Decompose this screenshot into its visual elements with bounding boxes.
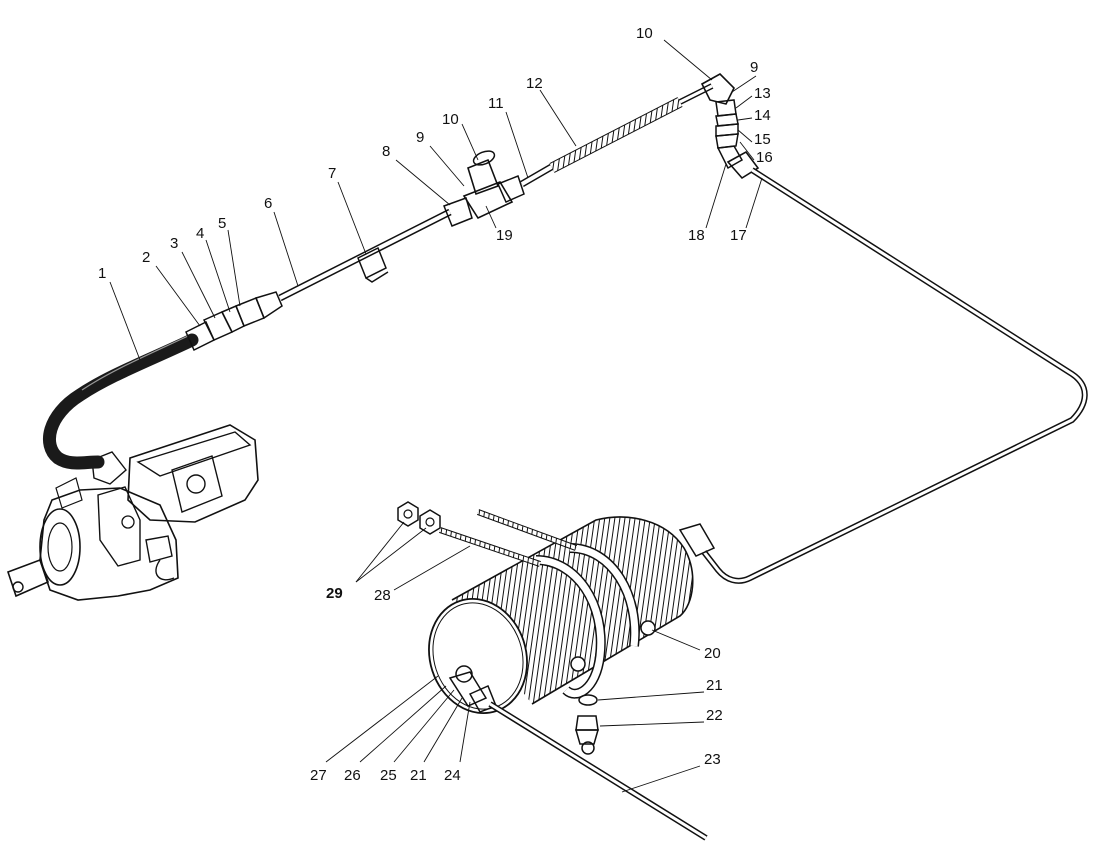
callout-13: 13	[754, 85, 771, 102]
callout-28: 28	[374, 587, 391, 604]
callout-15: 15	[754, 131, 771, 148]
callout-22: 22	[706, 707, 723, 724]
callout-19: 19	[496, 227, 513, 244]
hose-end-fittings	[185, 291, 283, 352]
compressor-assembly	[6, 424, 259, 601]
callout-18: 18	[688, 227, 705, 244]
callout-17: 17	[730, 227, 747, 244]
coiled-tube	[520, 83, 714, 188]
callout-10-top: 10	[636, 25, 653, 42]
outlet-tube	[488, 701, 708, 841]
callout-27: 27	[310, 767, 327, 784]
drain-valve	[575, 694, 599, 755]
callout-9-tee: 9	[416, 129, 425, 146]
callout-7: 7	[328, 165, 337, 182]
flexible-hose	[43, 333, 199, 470]
callout-1: 1	[98, 265, 107, 282]
long-tube	[678, 167, 1088, 584]
callout-12: 12	[526, 75, 543, 92]
valve-stack	[700, 73, 760, 180]
callout-29: 29	[326, 585, 343, 602]
callout-8: 8	[382, 143, 391, 160]
callout-26: 26	[344, 767, 361, 784]
callout-2: 2	[142, 249, 151, 266]
callout-16: 16	[756, 149, 773, 166]
nuts	[397, 501, 441, 535]
callout-23: 23	[704, 751, 721, 768]
callout-6: 6	[264, 195, 273, 212]
callout-4: 4	[196, 225, 205, 242]
callout-25: 25	[380, 767, 397, 784]
callout-14: 14	[754, 107, 771, 124]
callout-9-top: 9	[750, 59, 759, 76]
strap-rods	[439, 509, 578, 567]
tee-fitting	[462, 150, 525, 220]
callout-3: 3	[170, 235, 179, 252]
callout-21-washer: 21	[706, 677, 723, 694]
callout-20: 20	[704, 645, 721, 662]
callout-10-tee: 10	[442, 111, 459, 128]
leader-lines	[109, 39, 763, 793]
callout-24: 24	[444, 767, 461, 784]
callout-21-fitting: 21	[410, 767, 427, 784]
callout-5: 5	[218, 215, 227, 232]
callout-11: 11	[488, 95, 504, 112]
delivery-tubes	[278, 197, 473, 302]
air-reservoir	[428, 516, 694, 715]
